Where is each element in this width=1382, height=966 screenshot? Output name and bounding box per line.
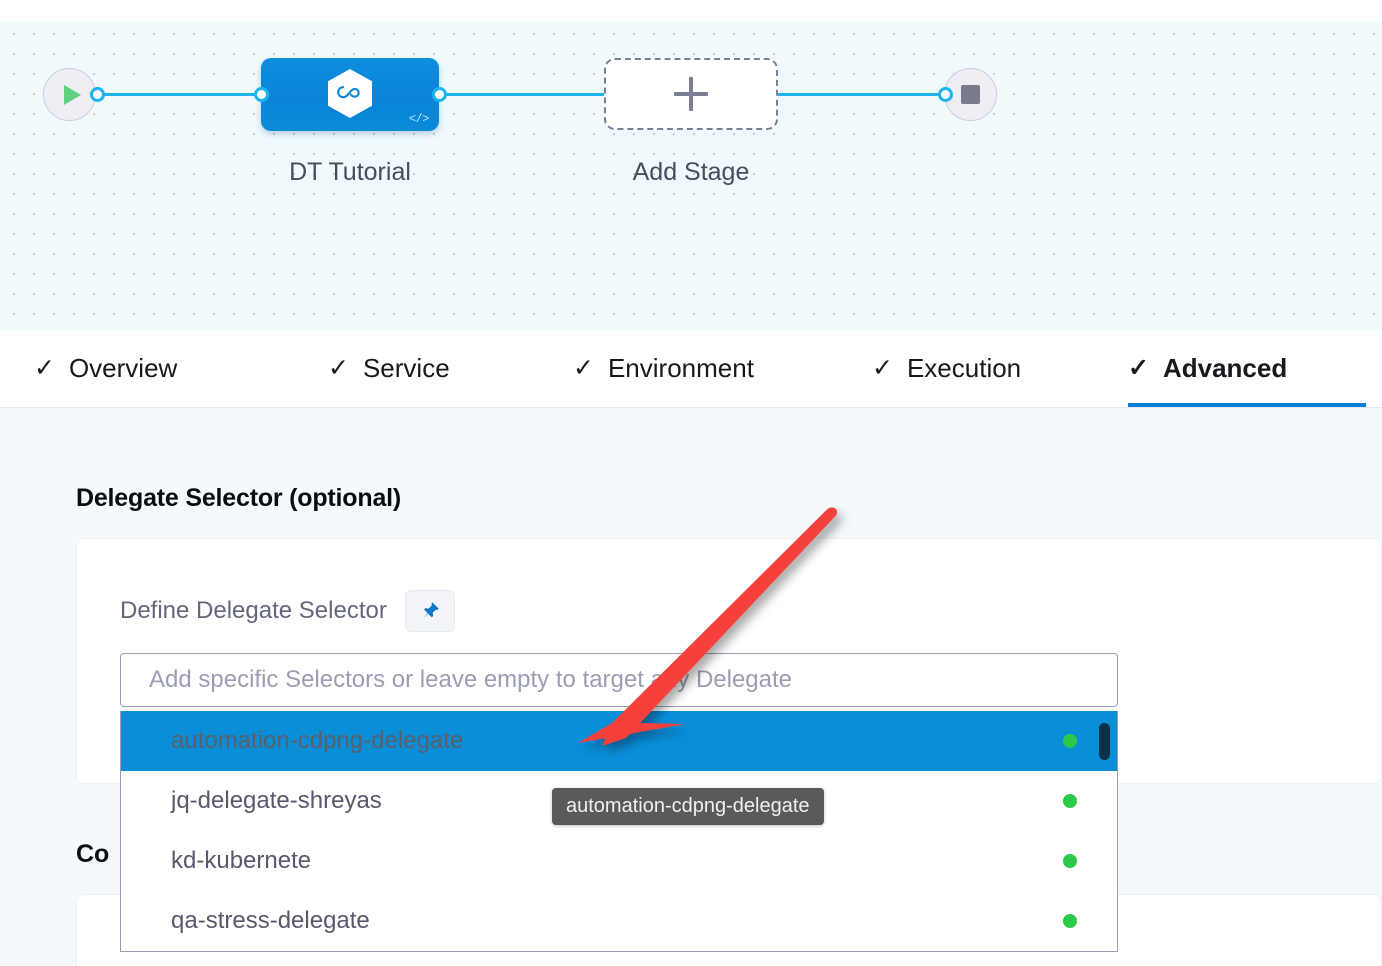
- edge-add-to-end: [775, 93, 950, 96]
- check-icon: ✓: [34, 354, 55, 382]
- pipeline-canvas[interactable]: </> DT Tutorial Add Stage: [0, 0, 1382, 330]
- tab-advanced-label: Advanced: [1162, 353, 1288, 383]
- start-node-output-port[interactable]: [90, 87, 105, 102]
- tab-overview[interactable]: ✓ Overview: [34, 330, 177, 407]
- stage-node-input-port[interactable]: [254, 87, 269, 102]
- stop-icon: [961, 85, 980, 104]
- dropdown-option-label: kd-kubernete: [171, 847, 312, 874]
- dropdown-option-kd-kubernete[interactable]: kd-kubernete: [121, 831, 1117, 891]
- add-stage-label: Add Stage: [632, 158, 750, 186]
- delegate-status-dot: [1063, 794, 1077, 808]
- tab-service[interactable]: ✓ Service: [328, 330, 450, 407]
- tab-advanced[interactable]: ✓ Advanced: [1128, 330, 1366, 407]
- check-icon: ✓: [328, 354, 349, 382]
- dropdown-option-label: automation-cdpng-delegate: [171, 727, 464, 754]
- tab-execution[interactable]: ✓ Execution: [872, 330, 1021, 407]
- code-yaml-icon: </>: [408, 112, 430, 126]
- canvas-top-strip: [0, 0, 1382, 22]
- tab-execution-label: Execution: [906, 353, 1022, 383]
- tab-service-label: Service: [362, 353, 450, 383]
- dropdown-scrollbar-thumb[interactable]: [1099, 723, 1110, 760]
- delegate-status-dot: [1063, 914, 1077, 928]
- delegate-selector-dropdown[interactable]: automation-cdpng-delegate jq-delegate-sh…: [120, 711, 1118, 952]
- dropdown-option-automation-cdpng-delegate[interactable]: automation-cdpng-delegate: [121, 711, 1117, 771]
- harness-hexagon-icon: [328, 69, 372, 118]
- stage-node-output-port[interactable]: [432, 87, 447, 102]
- active-tab-underline: [1128, 403, 1366, 407]
- pin-icon: [423, 602, 439, 619]
- stage-node-label: DT Tutorial: [289, 158, 411, 186]
- delegate-selector-input[interactable]: Add specific Selectors or leave empty to…: [120, 653, 1118, 707]
- edge-stage-to-add: [438, 93, 618, 96]
- check-icon: ✓: [1128, 354, 1149, 382]
- stage-config-tabbar: ✓ Overview ✓ Service ✓ Environment ✓ Exe…: [0, 330, 1382, 408]
- dropdown-option-label: qa-stress-delegate: [171, 907, 370, 934]
- end-node-input-port[interactable]: [938, 87, 953, 102]
- delegate-status-dot: [1063, 734, 1077, 748]
- dropdown-option-qa-stress-delegate[interactable]: qa-stress-delegate: [121, 891, 1117, 951]
- tab-environment[interactable]: ✓ Environment: [573, 330, 754, 407]
- check-icon: ✓: [573, 354, 594, 382]
- add-stage-button[interactable]: [604, 58, 778, 130]
- play-icon: [63, 84, 81, 105]
- pin-icon-button[interactable]: [404, 590, 455, 632]
- plus-icon-vertical: [689, 77, 693, 111]
- delegate-selector-placeholder: Add specific Selectors or leave empty to…: [149, 666, 793, 693]
- delegate-name-tooltip: automation-cdpng-delegate: [552, 788, 824, 825]
- dropdown-option-jq-delegate-shreyas[interactable]: jq-delegate-shreyas: [121, 771, 1117, 831]
- tab-overview-label: Overview: [68, 353, 178, 383]
- dropdown-option-label: jq-delegate-shreyas: [171, 787, 382, 814]
- delegate-status-dot: [1063, 854, 1077, 868]
- tab-environment-label: Environment: [607, 353, 754, 383]
- delegate-selector-section-title: Delegate Selector (optional): [76, 484, 402, 512]
- check-icon: ✓: [872, 354, 893, 382]
- stage-node-dt-tutorial[interactable]: </>: [261, 58, 439, 131]
- define-delegate-selector-row: Define Delegate Selector: [120, 590, 455, 632]
- edge-start-to-stage: [96, 93, 268, 96]
- pipeline-start-node[interactable]: [43, 68, 96, 121]
- define-delegate-selector-label: Define Delegate Selector: [120, 597, 387, 624]
- conditional-execution-section-title: Co: [76, 840, 110, 868]
